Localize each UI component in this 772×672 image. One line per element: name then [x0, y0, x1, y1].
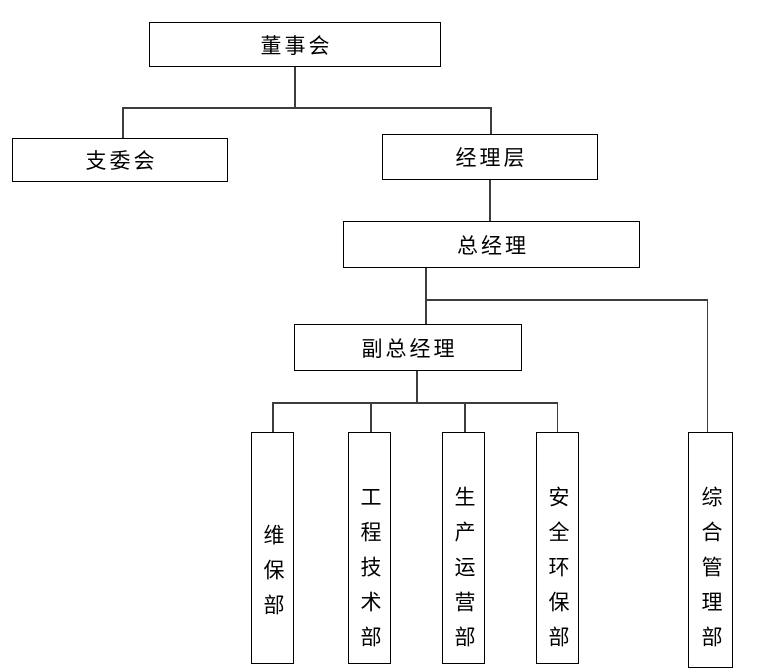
org-node-general-admin-dept-label: 综合管理部 [699, 486, 723, 661]
edge-board-stem [294, 67, 296, 107]
edge-management-to-general-manager [489, 180, 491, 222]
edge-general-manager-stem [425, 268, 427, 325]
edge-drop-management-layer [490, 107, 492, 135]
org-node-general-manager: 总经理 [343, 221, 640, 268]
edge-drop-engineering-tech-dept [370, 402, 372, 433]
edge-drop-safety-environment-dept [556, 402, 558, 433]
edge-drop-general-admin-dept [706, 299, 708, 433]
org-node-management-layer: 经理层 [382, 134, 598, 180]
edge-drop-maintenance-dept [272, 402, 274, 433]
edge-drop-production-operations-dept [464, 402, 466, 433]
org-node-board-label: 董事会 [260, 33, 333, 58]
edge-board-children-rail [122, 107, 492, 109]
org-node-general-admin-dept: 综合管理部 [688, 432, 733, 668]
org-node-maintenance-dept-label: 维保部 [261, 524, 285, 629]
org-node-safety-environment-dept-label: 安全环保部 [546, 486, 570, 661]
org-node-engineering-tech-dept-label: 工程技术部 [358, 486, 382, 661]
org-node-branch-committee-label: 支委会 [85, 149, 158, 173]
org-node-production-operations-dept-label: 生产运营部 [452, 486, 476, 661]
edge-deputy-stem [416, 371, 418, 403]
org-node-branch-committee: 支委会 [12, 138, 228, 182]
org-node-general-manager-label: 总经理 [457, 233, 529, 258]
org-node-engineering-tech-dept: 工程技术部 [348, 432, 391, 664]
org-node-safety-environment-dept: 安全环保部 [536, 432, 579, 664]
org-node-deputy-general-manager: 副总经理 [294, 324, 522, 371]
org-node-production-operations-dept: 生产运营部 [442, 432, 485, 664]
edge-deputy-children-rail [272, 402, 558, 404]
org-node-maintenance-dept: 维保部 [251, 432, 294, 664]
org-node-management-layer-label: 经理层 [455, 146, 528, 170]
org-node-deputy-general-manager-label: 副总经理 [361, 336, 458, 361]
org-node-board: 董事会 [149, 22, 441, 67]
edge-drop-branch-committee [122, 107, 124, 139]
edge-general-manager-right-rail [425, 299, 708, 301]
